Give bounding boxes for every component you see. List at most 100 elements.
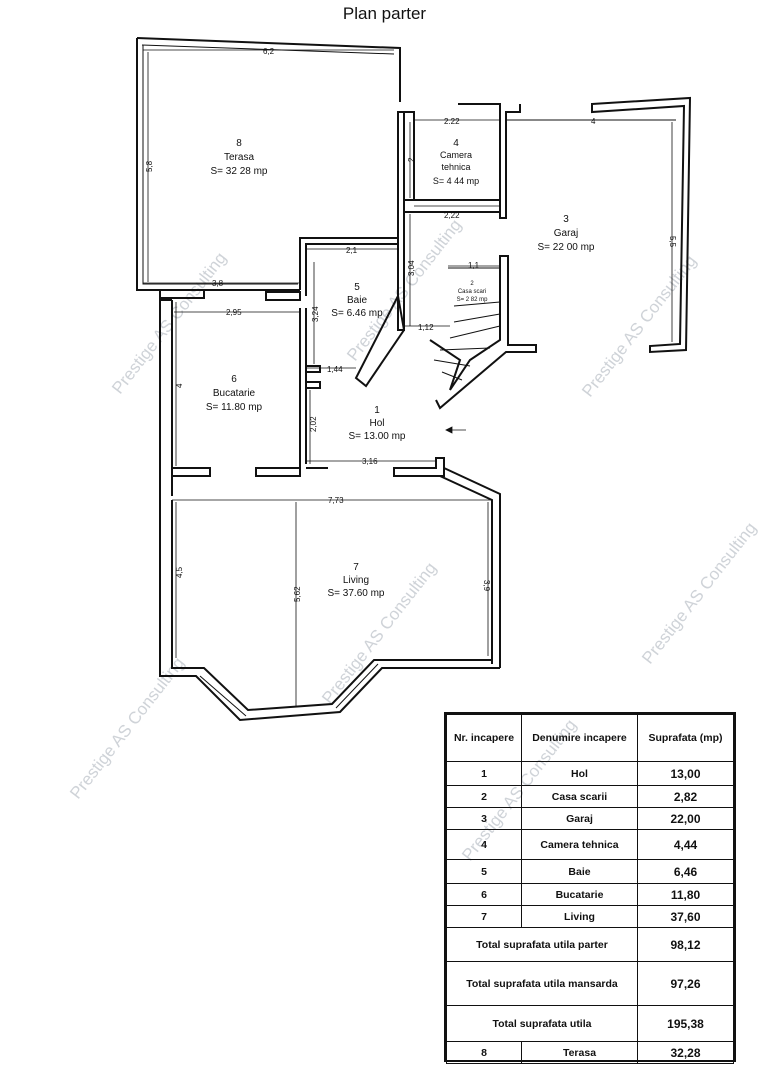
room-4-area: S= 4 44 mp (433, 176, 479, 186)
row-name: Baie (521, 859, 638, 884)
dimension-label: 3,04 (407, 260, 416, 276)
dimension-label: 5,62 (293, 586, 302, 602)
row-nr: 1 (446, 761, 522, 786)
dimension-label: 3,24 (311, 306, 320, 322)
row-area: 4,44 (637, 829, 734, 860)
dimension-label: 4,5 (175, 566, 184, 578)
area-table: Nr. incapere Denumire incapere Suprafata… (444, 712, 736, 1064)
room-3-area: S= 22 00 mp (538, 242, 595, 253)
header-name: Denumire incapere (521, 714, 638, 762)
room-6-name: Bucatarie (213, 388, 256, 399)
watermark-1: Prestige AS Consulting (108, 249, 230, 398)
dimension-label: 3,16 (362, 457, 378, 466)
walls (136, 37, 692, 722)
table-row: 6 Bucatarie 11,80 (446, 883, 734, 906)
dimension-labels: 6,2 5,8 3,8 2.22 4 2 2,22 5,5 2,1 3,04 1… (145, 47, 677, 602)
dimension-label: 2,1 (346, 246, 358, 255)
room-4-name: Camera (440, 150, 472, 160)
room-4-name2: tehnica (441, 162, 470, 172)
header-area: Suprafata (mp) (637, 714, 734, 762)
room-7-name: Living (343, 575, 369, 586)
row-area: 11,80 (637, 883, 734, 906)
room-1-area: S= 13.00 mp (349, 431, 406, 442)
row-name: Hol (521, 761, 638, 786)
room-5-num: 5 (354, 282, 360, 293)
header-nr: Nr. incapere (446, 714, 522, 762)
watermark-7: Prestige AS Consulting (638, 519, 760, 668)
dimension-label: 1,44 (327, 365, 343, 374)
row-name: Terasa (521, 1041, 638, 1064)
row-name: Living (521, 905, 638, 928)
table-row: 3 Garaj 22,00 (446, 807, 734, 830)
total-area: 97,26 (637, 961, 734, 1006)
table-header-row: Nr. incapere Denumire incapere Suprafata… (446, 714, 734, 762)
dimension-label: 1,12 (418, 323, 434, 332)
dimension-label: 3,9 (482, 580, 491, 592)
room-1-name: Hol (369, 418, 384, 429)
dimension-lines (143, 49, 673, 706)
room-2-num: 2 (470, 281, 474, 287)
row-nr: 7 (446, 905, 522, 928)
table-total-row: Total suprafata utila mansarda 97,26 (446, 961, 734, 1006)
row-area: 2,82 (637, 785, 734, 808)
room-2-area: S= 2 82 mp (457, 297, 489, 303)
table-total-row: Total suprafata utila 195,38 (446, 1005, 734, 1042)
row-nr: 2 (446, 785, 522, 808)
room-8-num: 8 (236, 138, 242, 149)
dimension-label: 5,5 (668, 236, 677, 248)
dimension-label: 2,95 (226, 308, 242, 317)
total-label: Total suprafata utila (446, 1005, 638, 1042)
table-row: 5 Baie 6,46 (446, 859, 734, 884)
row-area: 22,00 (637, 807, 734, 830)
total-label: Total suprafata utila mansarda (446, 961, 638, 1006)
row-name: Casa scarii (521, 785, 638, 808)
table-row: 8 Terasa 32,28 (446, 1041, 734, 1064)
table-total-row: Total suprafata utila parter 98,12 (446, 927, 734, 962)
row-area: 6,46 (637, 859, 734, 884)
room-8-area: S= 32 28 mp (211, 166, 268, 177)
room-7-num: 7 (353, 562, 359, 573)
room-4-num: 4 (453, 138, 459, 149)
dimension-label: 1,1 (468, 261, 480, 270)
row-nr: 6 (446, 883, 522, 906)
dimension-label: 4 (591, 117, 596, 126)
dimension-label: 6,2 (263, 47, 275, 56)
room-6-area: S= 11.80 mp (206, 402, 263, 413)
watermark-5: Prestige AS Consulting (318, 559, 440, 708)
dimension-label: 4 (175, 383, 184, 388)
dimension-label: 5,8 (145, 160, 154, 172)
room-6-num: 6 (231, 374, 237, 385)
room-7-area: S= 37.60 mp (328, 588, 385, 599)
row-nr: 4 (446, 829, 522, 860)
dimension-label: 3,8 (212, 279, 224, 288)
room-labels: 8 Terasa S= 32 28 mp 4 Camera tehnica S=… (206, 138, 595, 599)
row-name: Camera tehnica (521, 829, 638, 860)
table-row: 2 Casa scarii 2,82 (446, 785, 734, 808)
row-nr: 3 (446, 807, 522, 830)
row-name: Bucatarie (521, 883, 638, 906)
dimension-label: 2,02 (309, 416, 318, 432)
dimension-label: 2.22 (444, 117, 460, 126)
total-area: 195,38 (637, 1005, 734, 1042)
row-area: 37,60 (637, 905, 734, 928)
room-3-name: Garaj (554, 228, 578, 239)
room-1-num: 1 (374, 405, 380, 416)
row-nr: 8 (446, 1041, 522, 1064)
row-area: 32,28 (637, 1041, 734, 1064)
table-row: 1 Hol 13,00 (446, 761, 734, 786)
table-row: 7 Living 37,60 (446, 905, 734, 928)
room-3-num: 3 (563, 214, 569, 225)
room-5-name: Baie (347, 295, 367, 306)
dimension-label: 2 (407, 157, 416, 162)
total-label: Total suprafata utila parter (446, 927, 638, 962)
dimension-label: 2,22 (444, 211, 460, 220)
room-2-name: Casa scari (458, 289, 486, 295)
room-5-area: S= 6.46 mp (331, 308, 383, 319)
row-name: Garaj (521, 807, 638, 830)
dimension-label: 7,73 (328, 496, 344, 505)
total-area: 98,12 (637, 927, 734, 962)
row-nr: 5 (446, 859, 522, 884)
room-8-name: Terasa (224, 152, 254, 163)
page-title: Plan parter (342, 4, 427, 23)
